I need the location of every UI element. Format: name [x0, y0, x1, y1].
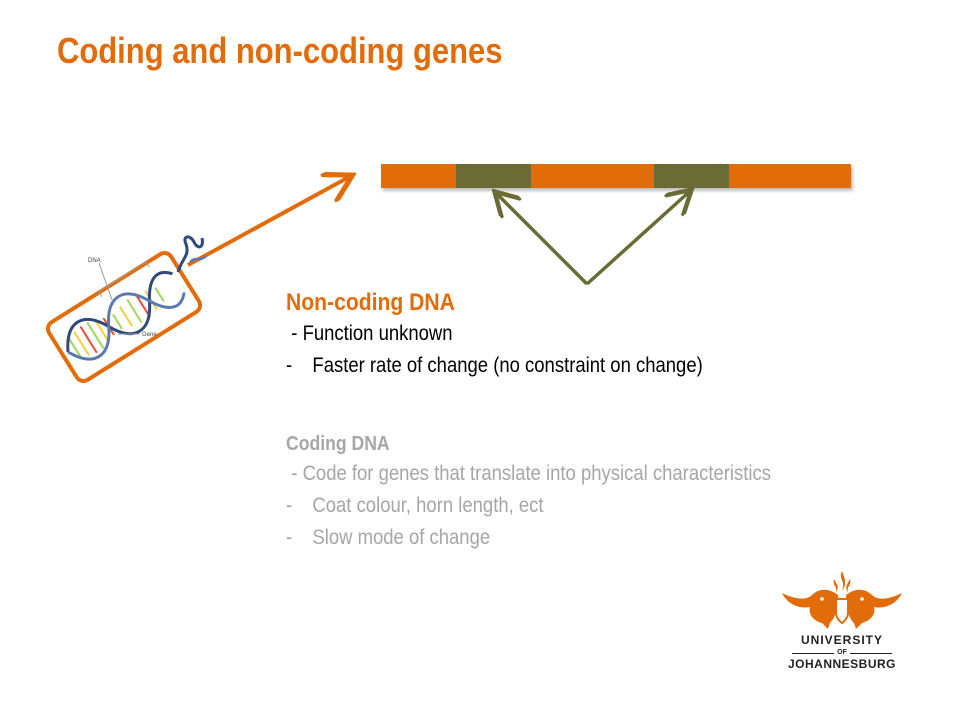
coding-bullet: - Slow mode of change — [286, 522, 771, 554]
bullet-dash: - — [286, 354, 293, 377]
logo-johannesburg-text: JOHANNESBURG — [787, 657, 896, 671]
non-coding-section: Non-coding DNA - Function unknown - Fast… — [286, 288, 703, 382]
non-coding-bullet: - Faster rate of change (no constraint o… — [286, 350, 703, 382]
bullet-text: Faster rate of change (no constraint on … — [312, 354, 703, 377]
gene-label: Gene — [142, 332, 157, 338]
birds-emblem-icon — [782, 571, 902, 629]
coding-section: Coding DNA - Code for genes that transla… — [286, 430, 771, 554]
logo-divider — [792, 653, 834, 654]
logo-university-text: UNIVERSITY — [800, 633, 883, 647]
coding-line: - Code for genes that translate into phy… — [291, 462, 771, 485]
non-coding-heading: Non-coding DNA — [286, 289, 455, 316]
non-coding-line: - Function unknown — [291, 322, 453, 345]
coding-bullet: - Coat colour, horn length, ect — [286, 490, 771, 522]
non-coding-segment — [381, 164, 457, 188]
bullet-dash: - — [286, 494, 293, 517]
non-coding-segment — [728, 164, 851, 188]
logo-of-text: OF — [837, 649, 847, 656]
slide-title: Coding and non-coding genes — [57, 30, 503, 71]
logo-divider — [850, 653, 892, 654]
dna-label: DNA — [88, 258, 101, 264]
coding-segment — [456, 164, 532, 188]
bullet-text: Slow mode of change — [312, 526, 491, 549]
gene-bar — [381, 164, 851, 188]
dna-illustration: DNA Gene — [45, 235, 207, 383]
coding-segment — [653, 164, 729, 188]
non-coding-segment — [531, 164, 654, 188]
bullet-dash: - — [286, 526, 293, 549]
pointer-arrow — [187, 177, 349, 267]
bullet-text: Coat colour, horn length, ect — [312, 494, 544, 517]
coding-heading: Coding DNA — [286, 433, 390, 455]
university-logo: UNIVERSITY OF JOHANNESBURG — [772, 565, 912, 685]
coding-arrows — [497, 192, 689, 286]
